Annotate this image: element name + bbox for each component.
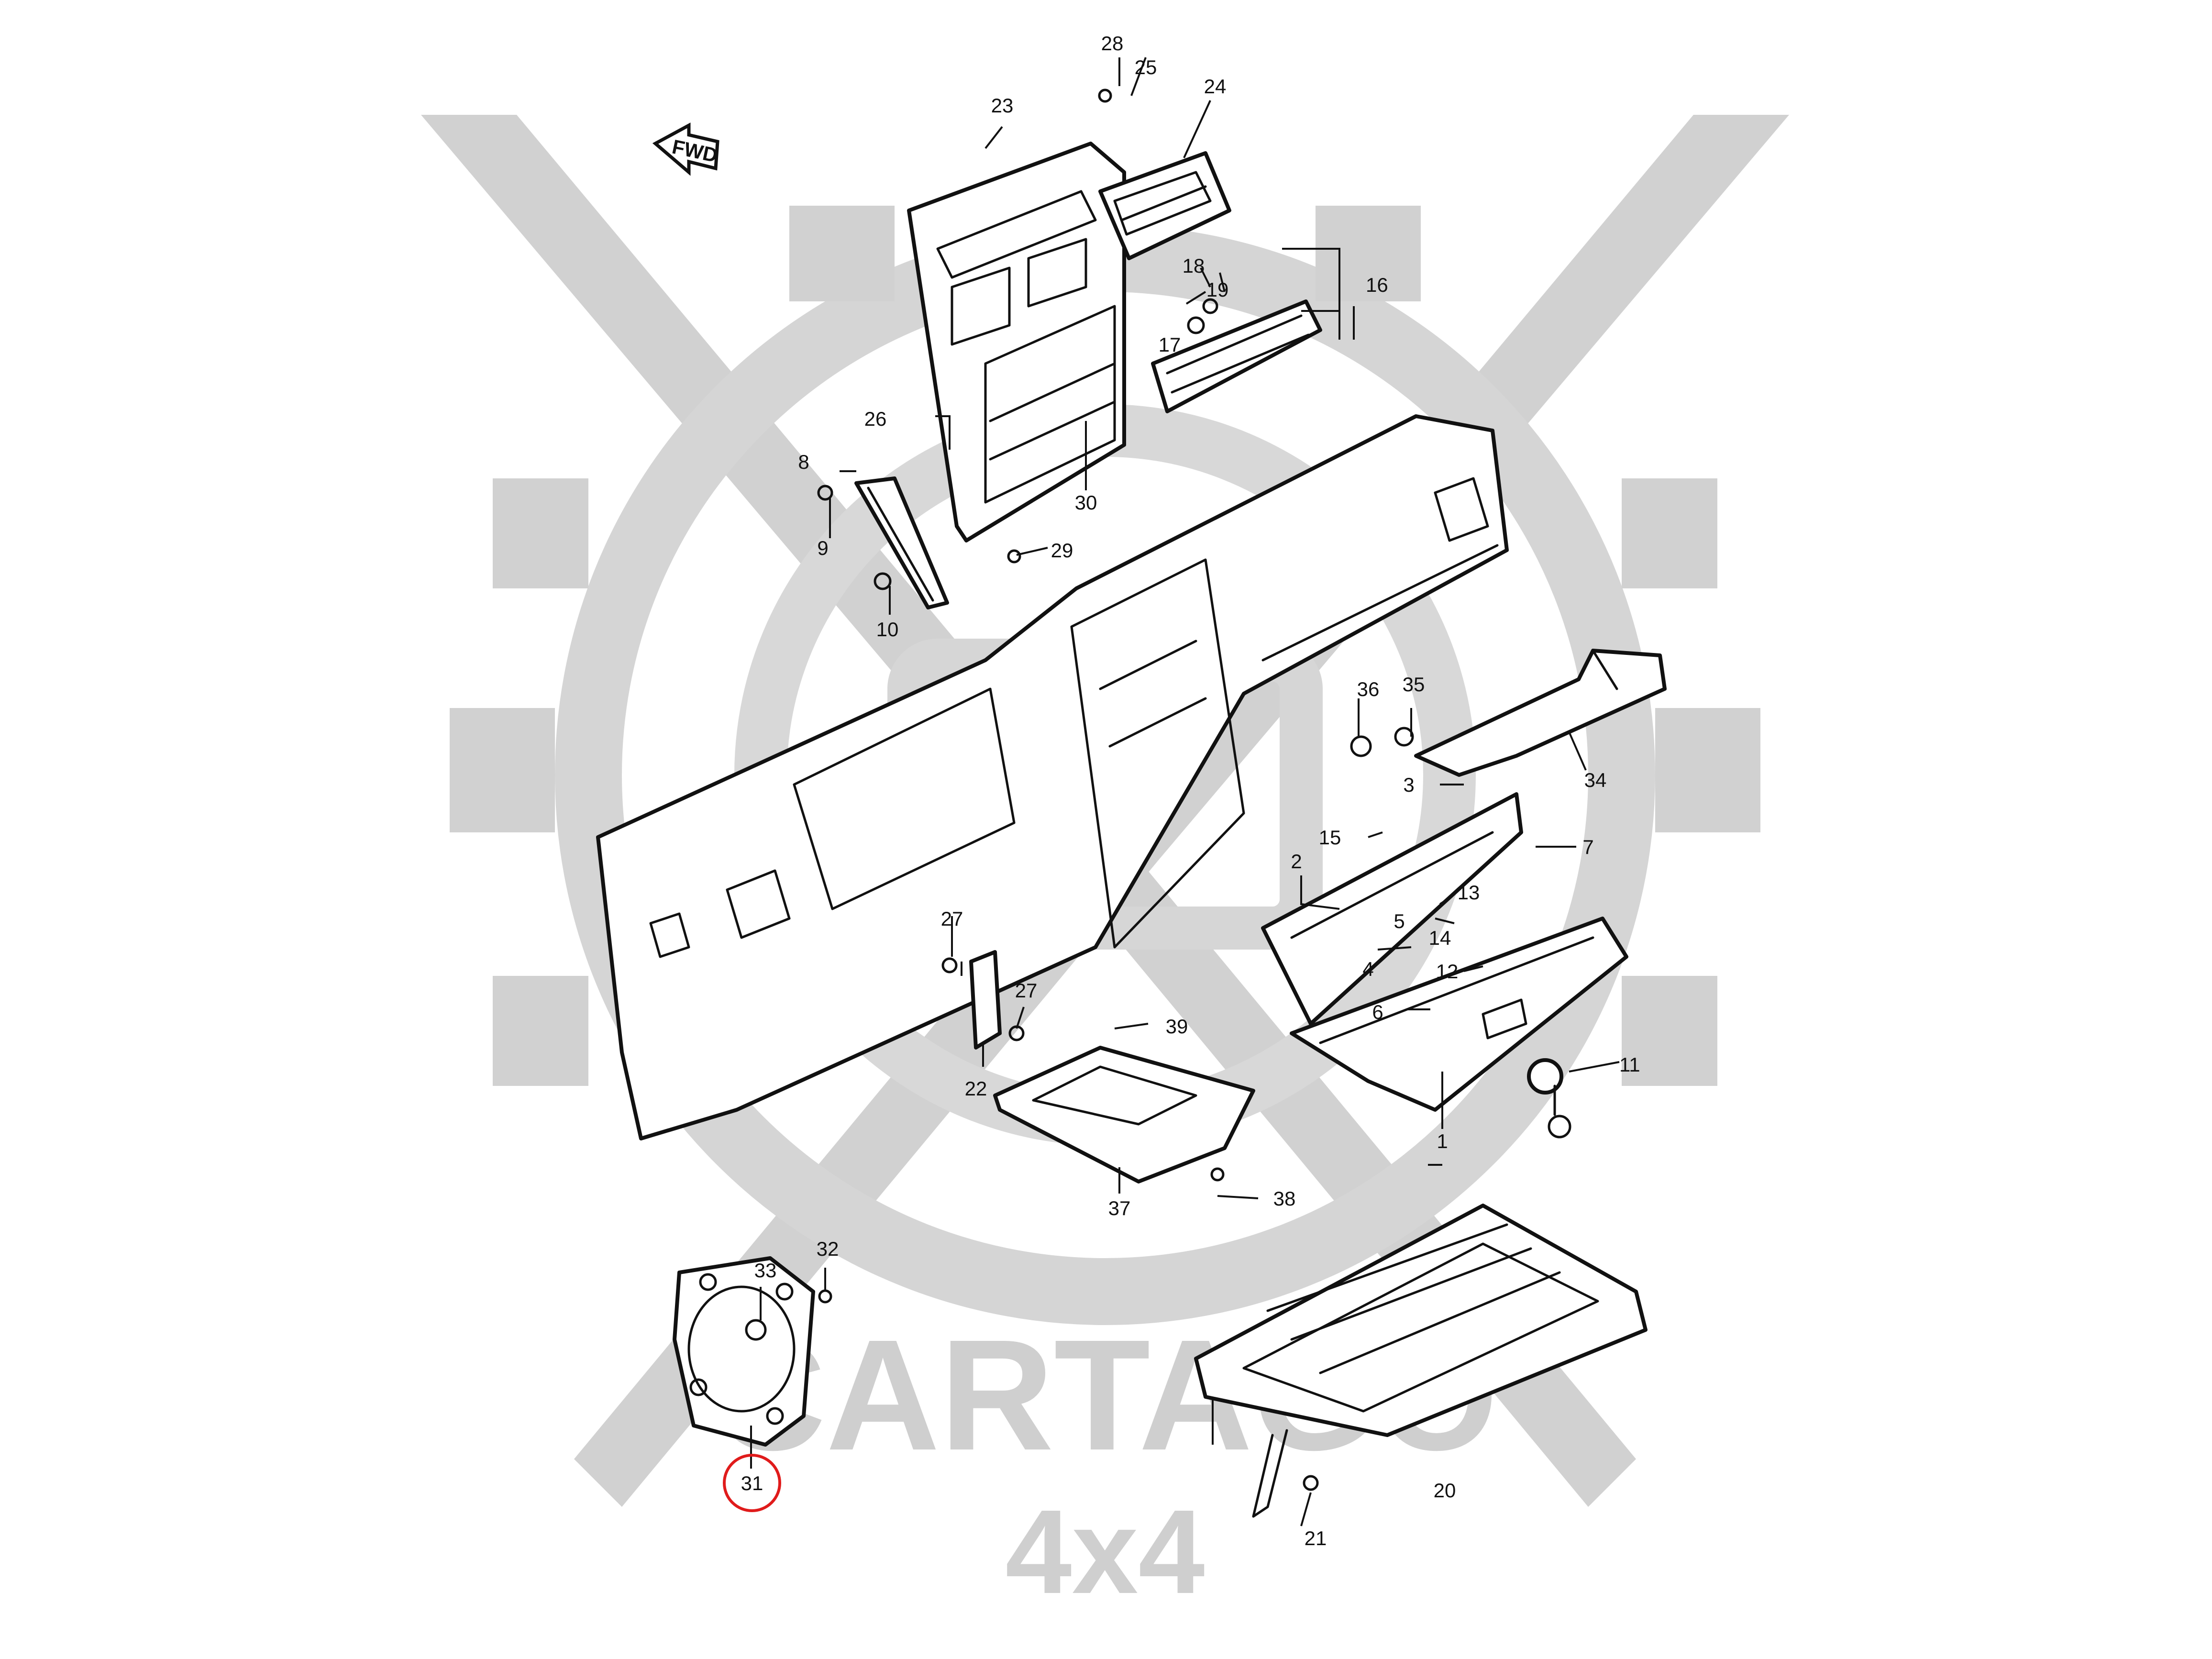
glove-box-lid-1 [1290,917,1628,1112]
label-8: 8 [798,451,809,473]
label-39: 39 [1166,1015,1188,1038]
label-20: 20 [1434,1479,1456,1502]
speaker-grille-31 [673,1256,815,1447]
label-16: 16 [1366,274,1388,296]
label-38: 38 [1273,1187,1296,1210]
label-33: 33 [754,1259,777,1282]
label-27-lower: 27 [1015,979,1038,1002]
cartago-watermark-logo: CARTAGO 4x4 [421,115,1789,1618]
label-27-upper: 27 [941,907,963,930]
label-14: 14 [1429,927,1451,949]
label-23: 23 [991,94,1014,117]
label-17: 17 [1159,333,1181,356]
label-29: 29 [1051,539,1073,562]
label-1: 1 [1437,1130,1448,1152]
label-4: 4 [1362,958,1373,980]
glove-box-inner-2 [1261,792,1523,1026]
label-18: 18 [1183,254,1205,277]
dashboard-main [596,414,1509,1140]
side-trim-8 [854,476,949,609]
label-28: 28 [1101,32,1124,55]
label-32: 32 [817,1238,839,1260]
label-24: 24 [1204,75,1227,98]
label-13: 13 [1458,881,1480,904]
label-5: 5 [1394,910,1405,932]
label-26: 26 [864,408,887,430]
label-11: 11 [1619,1053,1640,1076]
label-9: 9 [817,537,828,559]
tray-37 [993,1046,1255,1183]
control-panel-16 [1151,299,1322,413]
label-36: 36 [1357,678,1380,700]
label-30: 30 [1075,491,1097,514]
duct-34 [1414,649,1667,777]
label-35: 35 [1403,673,1425,696]
label-34: 34 [1584,769,1607,791]
bracket-22 [969,950,1002,1050]
label-37: 37 [1108,1197,1131,1219]
label-25: 25 [1135,56,1157,78]
center-bezel-23 [907,142,1126,542]
label-10: 10 [876,618,899,641]
label-21: 21 [1305,1527,1327,1549]
label-31: 31 [741,1472,763,1494]
part-labels: 1 2 3 4 5 6 7 8 9 10 11 12 13 14 15 16 1… [741,32,1640,1549]
highlight-circle-31 [723,1454,781,1512]
leader-lines [750,57,1620,1526]
forward-arrow: FWD [652,122,719,176]
watermark-sub: 4x4 [1005,1485,1205,1618]
lock-11 [1527,1058,1571,1139]
label-6: 6 [1372,1001,1383,1023]
label-15: 15 [1319,826,1341,849]
fasteners [817,88,1414,1491]
vent-panel-24 [1098,151,1231,260]
label-3: 3 [1403,774,1414,796]
under-tray-20 [1194,1204,1648,1518]
label-12: 12 [1436,960,1459,983]
label-22: 22 [965,1077,987,1100]
label-2: 2 [1291,850,1302,873]
label-7: 7 [1582,836,1593,858]
label-19: 19 [1206,278,1229,301]
